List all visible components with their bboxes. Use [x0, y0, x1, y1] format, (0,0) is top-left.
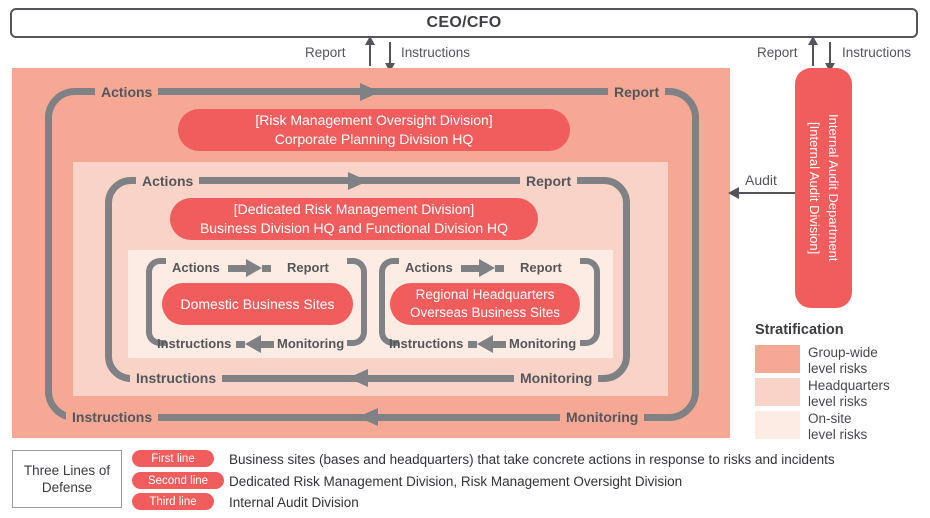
overseas-line2: Overseas Business Sites: [409, 305, 561, 320]
second-line-badge-label: Second line: [147, 474, 209, 487]
group-report-label: Report: [608, 84, 666, 100]
internal-audit-department-box: [Internal Audit Division] Internal Audit…: [795, 68, 852, 308]
domestic-monitoring-arrow-icon: [236, 335, 274, 353]
hq-actions-label: Actions: [136, 173, 200, 189]
group-actions-label: Actions: [95, 84, 159, 100]
group-actions-arrowhead-icon: [360, 83, 380, 101]
overseas-instructions-label: Instructions: [389, 336, 464, 351]
dedicated-risk-management-division-box: [Dedicated Risk Management Division] Bus…: [170, 198, 538, 240]
domestic-actions-label: Actions: [172, 260, 220, 275]
overseas-actions-arrow-icon: [461, 259, 504, 277]
group-monitoring-arrowhead-icon: [358, 408, 378, 426]
domestic-report-label: Report: [287, 260, 329, 275]
rmo-division-line1: [Risk Management Oversight Division]: [255, 112, 493, 128]
overseas-loop-left-bracket-icon: [379, 258, 399, 346]
overseas-report-label: Report: [520, 260, 562, 275]
legend-label-on-site: On-site level risks: [808, 411, 867, 443]
overseas-loop-right-bracket-icon: [580, 258, 600, 346]
report-up-arrow-right: [808, 36, 818, 66]
overseas-business-sites-box: Regional Headquarters Overseas Business …: [390, 283, 580, 325]
legend-site-line2: level risks: [808, 427, 868, 442]
group-monitoring-label: Monitoring: [560, 409, 645, 425]
first-line-badge: First line: [132, 450, 214, 467]
first-line-description: Business sites (bases and headquarters) …: [229, 452, 835, 467]
instructions-down-arrow-right: [825, 42, 835, 72]
first-line-badge-label: First line: [151, 452, 195, 465]
overseas-actions-label: Actions: [405, 260, 453, 275]
overseas-monitoring-arrow-icon: [468, 335, 506, 353]
instructions-label-right: Instructions: [842, 45, 912, 60]
legend-group-line1: Group-wide: [808, 345, 878, 360]
drm-division-line2: Business Division HQ and Functional Divi…: [199, 220, 509, 236]
instructions-label-left: Instructions: [401, 45, 471, 60]
legend-site-line1: On-site: [808, 411, 852, 426]
third-line-badge-label: Third line: [149, 495, 197, 508]
second-line-description: Dedicated Risk Management Division, Risk…: [229, 474, 683, 489]
third-line-description: Internal Audit Division: [229, 495, 359, 510]
legend-label-headquarters: Headquarters level risks: [808, 378, 890, 410]
report-label-right: Report: [757, 45, 798, 60]
domestic-business-sites-label: Domestic Business Sites: [180, 296, 335, 312]
domestic-business-sites-box: Domestic Business Sites: [162, 283, 353, 325]
domestic-monitoring-label: Monitoring: [277, 336, 345, 351]
ceo-cfo-box: CEO/CFO: [10, 8, 918, 38]
legend-swatch-on-site: [755, 411, 800, 439]
audit-label: Audit: [745, 172, 777, 188]
overseas-line1: Regional Headquarters: [415, 287, 555, 302]
domestic-loop-right-bracket-icon: [347, 258, 367, 346]
ceo-cfo-label: CEO/CFO: [426, 14, 502, 31]
legend-swatch-group-wide: [755, 345, 800, 373]
internal-audit-title: [Internal Audit Division]: [807, 121, 822, 255]
rmo-division-line2: Corporate Planning Division HQ: [274, 131, 474, 147]
internal-audit-name: Internal Audit Department: [826, 114, 841, 262]
report-up-arrow-left: [365, 36, 375, 66]
hq-instructions-label: Instructions: [130, 370, 223, 386]
three-lines-of-defense-box: Three Lines of Defense: [12, 450, 122, 508]
legend-label-group-wide: Group-wide level risks: [808, 345, 878, 377]
report-label-left: Report: [305, 45, 346, 60]
three-lines-line1: Three Lines of: [23, 463, 111, 478]
domestic-actions-arrow-icon: [228, 259, 271, 277]
second-line-badge: Second line: [132, 472, 224, 489]
domestic-loop-left-bracket-icon: [146, 258, 166, 346]
audit-arrow: [728, 187, 795, 199]
instructions-down-arrow-left: [385, 42, 395, 72]
hq-monitoring-label: Monitoring: [514, 370, 599, 386]
legend-swatch-headquarters: [755, 378, 800, 406]
domestic-instructions-label: Instructions: [157, 336, 232, 351]
legend-hq-line1: Headquarters: [808, 378, 890, 393]
stratification-title: Stratification: [755, 322, 844, 338]
drm-division-line1: [Dedicated Risk Management Division]: [233, 201, 475, 217]
legend-hq-line2: level risks: [808, 394, 868, 409]
hq-report-label: Report: [520, 173, 578, 189]
three-lines-line2: Defense: [41, 480, 93, 495]
overseas-monitoring-label: Monitoring: [509, 336, 577, 351]
legend-group-line2: level risks: [808, 361, 868, 376]
internal-audit-vertical-text: [Internal Audit Division] Internal Audit…: [795, 68, 852, 308]
group-instructions-label: Instructions: [66, 409, 159, 425]
risk-management-oversight-division-box: [Risk Management Oversight Division] Cor…: [178, 109, 570, 151]
third-line-badge: Third line: [132, 493, 214, 510]
hq-actions-arrowhead-icon: [348, 172, 368, 190]
hq-monitoring-arrowhead-icon: [348, 369, 368, 387]
